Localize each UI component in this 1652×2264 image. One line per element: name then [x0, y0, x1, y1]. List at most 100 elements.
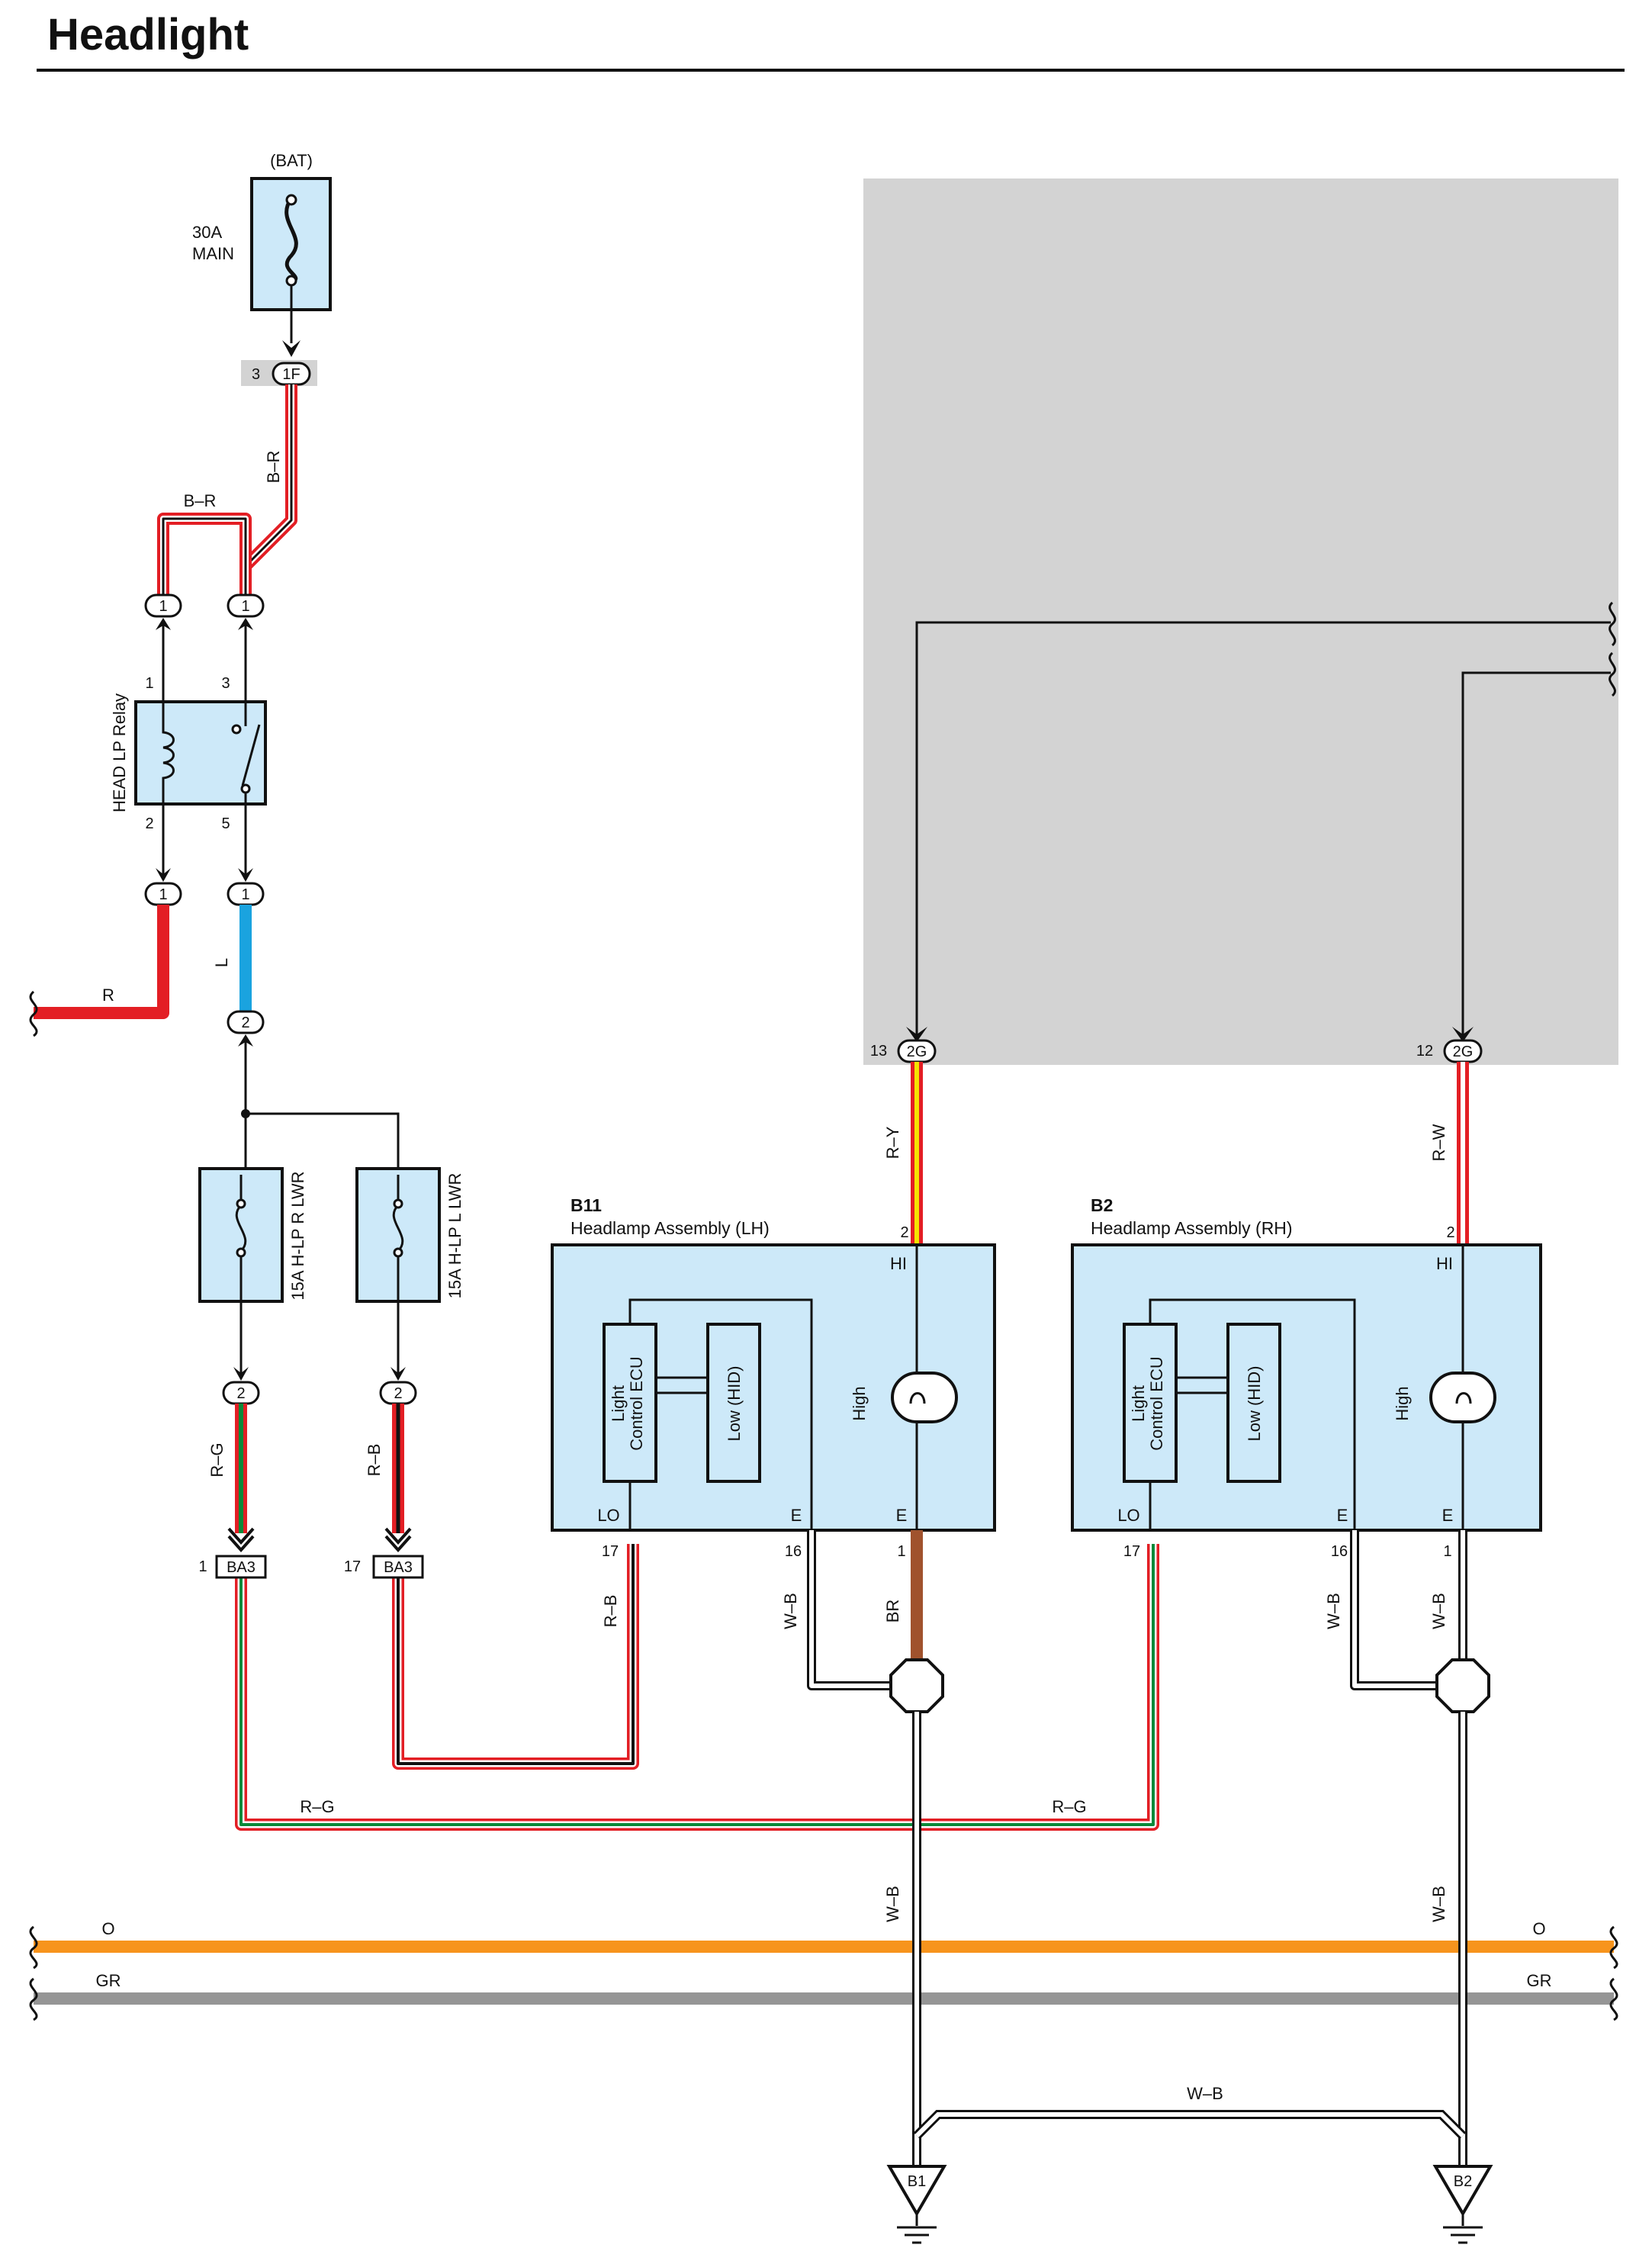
lh-pin-1: 1 [897, 1543, 905, 1560]
wire-w-b-cross [913, 2110, 1467, 2140]
wire-r [34, 905, 169, 1019]
ground-b2 [1432, 2165, 1493, 2217]
connector-1f-pin: 3 [252, 366, 260, 383]
wire-label-w-b-lh: W–B [781, 1593, 800, 1629]
wire-label-o-right: O [1532, 1919, 1545, 1938]
assembly-lh-e1: E [791, 1506, 802, 1525]
break-mark-signal-1 [1609, 601, 1616, 647]
lh-pin-16: 16 [785, 1543, 802, 1560]
wire-label-r-b-v: R–B [365, 1444, 384, 1477]
wire-label-r: R [102, 986, 114, 1005]
connector-l-2 [227, 1010, 265, 1034]
assembly-lh-name: Headlamp Assembly (LH) [570, 1218, 770, 1238]
ground-b1-label: B1 [908, 2173, 926, 2190]
assembly-lh-e2: E [896, 1506, 908, 1525]
wire-r-g [235, 1404, 1159, 1831]
rh-pin-17: 17 [1123, 1543, 1140, 1560]
lh-ecu-line2: Control ECU [627, 1356, 646, 1450]
assembly-lh-hi: HI [890, 1254, 907, 1273]
assembly-rh-hi: HI [1436, 1254, 1453, 1273]
assembly-lh-hi-pin: 2 [900, 1224, 908, 1241]
signal-line-lh [915, 621, 1611, 1039]
rh-high-bulb [1429, 1372, 1496, 1423]
connector-2g-right-label: 2G [1453, 1044, 1474, 1060]
wire-label-r-g-h2: R–G [1052, 1797, 1086, 1816]
wire-w-b-rh-16 [1350, 1530, 1438, 1690]
rh-ecu-line2: Control ECU [1147, 1356, 1166, 1450]
g2g-left-pin: 13 [870, 1043, 887, 1060]
relay-pin-2: 2 [145, 815, 153, 832]
break-mark-signal-2 [1609, 651, 1616, 697]
wire-r-b [392, 1404, 639, 1770]
ba3-left-pin: 1 [198, 1558, 207, 1575]
relay-switch [241, 724, 261, 786]
connector-ba3-right [372, 1555, 424, 1579]
wire-w-b-lh-16 [807, 1530, 892, 1690]
wire-label-gr-left: GR [96, 1971, 121, 1990]
lh-low-hid [706, 1323, 761, 1483]
main-fuse-name: MAIN [192, 244, 234, 263]
wire-label-r-w: R–W [1429, 1124, 1448, 1161]
wire-b-r [157, 384, 297, 603]
relay-in-connector-left [144, 593, 182, 618]
fuse-h-lp-r-lwr-label: 15A H-LP R LWR [288, 1171, 307, 1300]
relay-pin-1: 1 [145, 675, 153, 692]
junction-rh [1435, 1658, 1490, 1713]
relay-name: HEAD LP Relay [110, 693, 129, 812]
lh-ecu-line1: Light [609, 1385, 628, 1422]
relay-in-connector-left-label: 1 [159, 598, 167, 615]
connector-1f-label: 1F [282, 366, 300, 383]
wire-label-b-r-side: B–R [264, 451, 283, 484]
assembly-lh-code: B11 [570, 1195, 602, 1215]
ground-b2-label: B2 [1454, 2173, 1472, 2190]
bat-label: (BAT) [270, 151, 313, 170]
assembly-lh-lo: LO [597, 1506, 619, 1525]
rh-ecu-line1: Light [1129, 1385, 1148, 1422]
break-mark-gr-right [1609, 1977, 1618, 2021]
ba3-right-pin: 17 [344, 1558, 361, 1575]
wire-label-r-g-h1: R–G [300, 1797, 334, 1816]
connector-ba3-left-label: BA3 [227, 1559, 256, 1576]
connector-ba3-right-label: BA3 [384, 1559, 413, 1576]
page-title: Headlight [47, 10, 249, 59]
connector-l-2-label: 2 [241, 1015, 249, 1031]
wire-label-gr-right: GR [1527, 1971, 1552, 1990]
connector-2g-left-label: 2G [907, 1044, 927, 1060]
break-mark-gr-left [29, 1977, 38, 2021]
signal-line-rh [1461, 671, 1611, 1039]
connector-ba3-left [215, 1555, 267, 1579]
wire-label-w-b-rh-ground: W–B [1429, 1886, 1448, 1922]
assembly-rh-e2: E [1442, 1506, 1454, 1525]
wire-label-r-y: R–Y [883, 1126, 902, 1159]
assembly-rh-code: B2 [1091, 1195, 1113, 1215]
wire-label-w-b-rh-1: W–B [1429, 1593, 1448, 1629]
wire-label-w-b-rh-16: W–B [1324, 1593, 1343, 1629]
wire-label-br: BR [883, 1600, 902, 1623]
lh-high-label: High [850, 1386, 869, 1420]
g2g-right-pin: 12 [1416, 1043, 1433, 1060]
rh-pin-1: 1 [1443, 1543, 1451, 1560]
assembly-rh-name: Headlamp Assembly (RH) [1091, 1218, 1293, 1238]
main-fuse-amp: 30A [192, 223, 222, 242]
wire-label-l: L [212, 958, 231, 967]
assembly-rh-hi-pin: 2 [1446, 1224, 1454, 1241]
fuse-h-lp-l-lwr-label: 15A H-LP L LWR [445, 1173, 464, 1299]
rh-high-label: High [1393, 1386, 1412, 1420]
relay-pin-3: 3 [221, 675, 230, 692]
relay-in-connector-right-label: 1 [241, 598, 249, 615]
relay-pin-5: 5 [221, 815, 230, 832]
ground-b1 [886, 2165, 947, 2217]
connector-fuse-l-2-label: 2 [394, 1385, 402, 1402]
wire-label-b-r-top: B–R [184, 491, 217, 510]
relay-out-connector-left-label: 1 [159, 886, 167, 903]
rh-low-hid-label: Low (HID) [1245, 1365, 1264, 1441]
rh-low-hid [1226, 1323, 1281, 1483]
rh-pin-16: 16 [1331, 1543, 1348, 1560]
relay-in-connector-right [227, 593, 265, 618]
junction-lh [889, 1658, 944, 1713]
wire-label-w-b-cross: W–B [1187, 2084, 1223, 2103]
rh-light-control-ecu [1123, 1323, 1178, 1483]
relay-coil [162, 702, 175, 804]
break-mark-o-right [1609, 1925, 1618, 1970]
